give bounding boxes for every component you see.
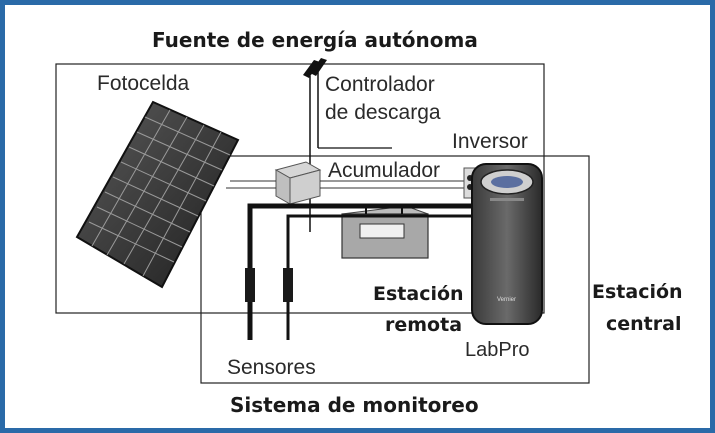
label-estacion-remota-line1: Estación: [373, 283, 464, 305]
caption-monitoring-system: Sistema de monitoreo: [230, 393, 479, 417]
label-controlador-line1: Controlador: [325, 73, 435, 96]
battery-icon: [341, 205, 429, 259]
title-energy-source: Fuente de energía autónoma: [152, 28, 478, 52]
junction-box-icon: [274, 161, 322, 205]
sensor-probe-icon: [245, 268, 293, 302]
label-acumulador: Acumulador: [328, 159, 441, 182]
label-sensores: Sensores: [227, 356, 316, 379]
labpro-device-icon: Vernier: [471, 163, 543, 325]
label-labpro: LabPro: [465, 339, 530, 361]
label-estacion-central-line1: Estación: [592, 281, 683, 303]
svg-text:Vernier: Vernier: [497, 297, 516, 303]
label-estacion-central-line2: central: [606, 313, 682, 335]
label-inversor: Inversor: [452, 130, 528, 153]
solar-panel-icon: [75, 100, 240, 289]
energy-source-box: [55, 63, 545, 314]
label-estacion-remota-line2: remota: [385, 314, 463, 336]
monitoring-system-box: [200, 155, 590, 384]
label-controlador-line2: de descarga: [325, 101, 441, 124]
label-fotocelda: Fotocelda: [97, 72, 190, 95]
